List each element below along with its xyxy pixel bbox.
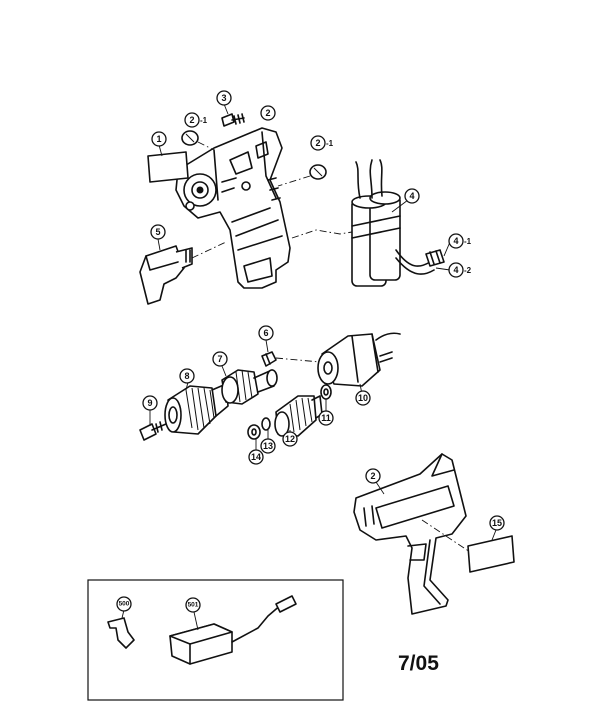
svg-text:6: 6: [263, 328, 268, 338]
callout-4-1: 4: [448, 233, 464, 249]
callout-4-2: 4: [448, 262, 464, 278]
callout-14: 14: [248, 449, 264, 465]
callout-1: 1: [151, 131, 167, 147]
drill-bit-part: [107, 609, 135, 649]
washer-part-11: [320, 384, 332, 412]
svg-text:8: 8: [184, 371, 189, 381]
svg-text:11: 11: [321, 413, 331, 423]
battery-pack-part: [291, 159, 451, 287]
svg-text:500: 500: [119, 601, 130, 608]
svg-text:12: 12: [285, 434, 295, 444]
screw-part: [221, 103, 245, 127]
svg-text:1: 1: [156, 134, 161, 144]
label-plate-part: [147, 144, 189, 183]
svg-text:7: 7: [217, 354, 222, 364]
callout-3: 3: [216, 90, 232, 106]
housing-cap-part: [181, 130, 327, 187]
suffix-4-2: -2: [464, 266, 472, 275]
washer-part-14: [247, 424, 261, 450]
svg-text:15: 15: [492, 518, 502, 528]
callout-10: 10: [355, 390, 371, 406]
callout-6: 6: [258, 325, 274, 341]
callout-2-housing: 2: [260, 105, 276, 121]
svg-text:10: 10: [358, 393, 368, 403]
switch-trigger-part: [139, 238, 227, 305]
svg-text:5: 5: [155, 227, 160, 237]
charger-part: [169, 595, 297, 665]
callout-12: 12: [282, 431, 298, 447]
page-revision-code: 7/05: [398, 652, 439, 675]
callout-4: 4: [404, 188, 420, 204]
svg-text:501: 501: [188, 602, 199, 609]
svg-text:2: 2: [189, 115, 194, 125]
motor-part: [317, 332, 401, 395]
planet-gear-part: [274, 395, 323, 437]
housing-half-part: [175, 127, 291, 289]
callout-8: 8: [179, 368, 195, 384]
callout-501: 501: [185, 597, 201, 613]
suffix-4-1: -1: [464, 237, 472, 246]
svg-text:14: 14: [251, 452, 261, 462]
suffix-2-1-left: -1: [200, 116, 208, 125]
svg-text:4: 4: [453, 265, 458, 275]
callout-2-cap-right: 2: [310, 135, 326, 151]
svg-text:2: 2: [370, 471, 375, 481]
assembled-drill-body: [353, 453, 467, 615]
charger-accessory-box: [87, 579, 344, 701]
svg-text:2: 2: [315, 138, 320, 148]
callout-9: 9: [142, 395, 158, 411]
chuck-screw-part: [139, 410, 167, 441]
spindle-gear-part: [221, 365, 278, 405]
callout-500: 500: [116, 596, 132, 612]
chuck-part: [164, 381, 229, 435]
suffix-2-1-right: -1: [326, 139, 334, 148]
callout-2-cap-left: 2: [184, 112, 200, 128]
callout-7: 7: [212, 351, 228, 367]
svg-text:2: 2: [265, 108, 270, 118]
svg-text:9: 9: [147, 398, 152, 408]
label-plate-part-15: [421, 519, 515, 573]
callout-15: 15: [489, 515, 505, 531]
callout-11: 11: [318, 410, 334, 426]
svg-text:3: 3: [221, 93, 226, 103]
bearing-part: [261, 339, 321, 367]
callout-2-assembled: 2: [365, 468, 381, 484]
washer-part-13: [261, 417, 271, 440]
svg-text:13: 13: [263, 441, 273, 451]
svg-text:4: 4: [409, 191, 414, 201]
callout-5: 5: [150, 224, 166, 240]
svg-text:4: 4: [453, 236, 458, 246]
callout-13: 13: [260, 438, 276, 454]
